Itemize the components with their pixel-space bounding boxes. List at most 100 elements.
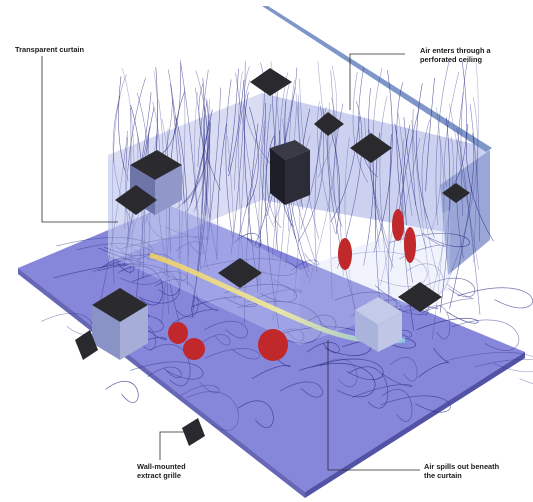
streamline bbox=[426, 136, 454, 316]
streamline bbox=[149, 343, 191, 387]
streamline bbox=[172, 296, 219, 324]
cabinet-left-front bbox=[92, 288, 148, 360]
streamline bbox=[379, 96, 391, 295]
streamline bbox=[235, 72, 262, 238]
ceiling-vent bbox=[350, 133, 392, 163]
streamline bbox=[246, 279, 302, 303]
streamline bbox=[101, 258, 135, 273]
streamline bbox=[147, 366, 182, 379]
streamline bbox=[195, 70, 211, 232]
ceiling-vent bbox=[218, 258, 262, 288]
streamline bbox=[265, 136, 279, 329]
streamline bbox=[389, 357, 418, 382]
streamline bbox=[127, 92, 152, 240]
floor-edge bbox=[305, 352, 525, 498]
streamline bbox=[380, 139, 404, 286]
streamline bbox=[330, 116, 360, 223]
streamline bbox=[76, 243, 166, 285]
streamline bbox=[465, 123, 494, 242]
streamline bbox=[421, 119, 439, 277]
streamline bbox=[204, 87, 221, 266]
streamline bbox=[394, 123, 407, 226]
streamline bbox=[180, 382, 220, 396]
streamline bbox=[175, 241, 205, 254]
streamline bbox=[105, 381, 139, 403]
streamline bbox=[435, 61, 450, 226]
streamline bbox=[472, 61, 479, 263]
heat-source bbox=[168, 322, 188, 344]
streamline bbox=[185, 120, 210, 213]
streamline bbox=[425, 77, 435, 192]
streamline bbox=[203, 320, 248, 339]
ceiling-vent bbox=[250, 68, 292, 96]
streamline bbox=[288, 80, 295, 232]
streamline bbox=[290, 253, 320, 272]
streamline bbox=[197, 69, 209, 167]
streamline bbox=[194, 87, 208, 245]
streamline bbox=[195, 122, 211, 287]
streamline bbox=[348, 366, 389, 409]
streamline bbox=[431, 135, 445, 340]
streamline bbox=[456, 127, 481, 315]
label-air-enters: Air enters through a perforated ceiling bbox=[420, 46, 491, 64]
streamline bbox=[352, 72, 369, 183]
streamline bbox=[234, 232, 262, 248]
heat-source bbox=[404, 227, 416, 263]
label-air-spills: Air spills out beneath the curtain bbox=[424, 462, 500, 480]
streamline bbox=[257, 102, 266, 293]
streamline bbox=[192, 100, 211, 297]
streamline bbox=[444, 72, 460, 187]
floor-edge-left bbox=[18, 268, 305, 498]
streamline bbox=[243, 66, 273, 167]
streamline bbox=[368, 87, 394, 268]
streamline bbox=[269, 328, 305, 342]
streamline bbox=[303, 314, 337, 330]
streamline bbox=[439, 117, 450, 313]
heat-source bbox=[258, 329, 288, 361]
streamline bbox=[457, 287, 533, 309]
streamline bbox=[202, 103, 218, 259]
streamline bbox=[272, 119, 286, 321]
streamline bbox=[237, 301, 322, 344]
streamline bbox=[193, 103, 208, 213]
streamline bbox=[225, 79, 233, 238]
streamline bbox=[399, 232, 446, 260]
streamline bbox=[230, 61, 246, 256]
streamline bbox=[260, 120, 275, 228]
perforated-ceiling-strip bbox=[262, 6, 492, 152]
streamline bbox=[238, 71, 245, 279]
streamline bbox=[311, 358, 384, 381]
streamline bbox=[112, 95, 134, 225]
leader-wall-grille bbox=[159, 431, 185, 460]
streamline bbox=[175, 116, 189, 286]
streamline bbox=[251, 353, 291, 380]
streamline bbox=[176, 98, 210, 210]
leader-air-spills bbox=[327, 340, 420, 471]
streamline bbox=[418, 348, 450, 378]
streamline bbox=[124, 77, 146, 229]
streamline bbox=[388, 133, 392, 328]
streamline bbox=[390, 108, 420, 272]
streamline bbox=[451, 319, 520, 351]
streamline bbox=[224, 283, 297, 303]
streamline bbox=[121, 67, 135, 275]
streamline bbox=[449, 103, 479, 270]
streamline bbox=[469, 104, 480, 242]
heat-source bbox=[183, 338, 205, 360]
streamline bbox=[125, 136, 129, 232]
streamline bbox=[474, 359, 533, 384]
streamline bbox=[398, 112, 413, 216]
streamline bbox=[120, 226, 209, 250]
streamline bbox=[332, 251, 428, 287]
ceiling-vent bbox=[398, 282, 442, 312]
streamline bbox=[166, 128, 169, 315]
heat-source bbox=[392, 209, 404, 241]
streamline bbox=[111, 74, 127, 285]
streamline bbox=[422, 277, 476, 298]
streamline bbox=[41, 313, 93, 335]
streamline bbox=[352, 373, 413, 398]
streamline bbox=[456, 92, 464, 259]
streamline bbox=[416, 83, 435, 238]
